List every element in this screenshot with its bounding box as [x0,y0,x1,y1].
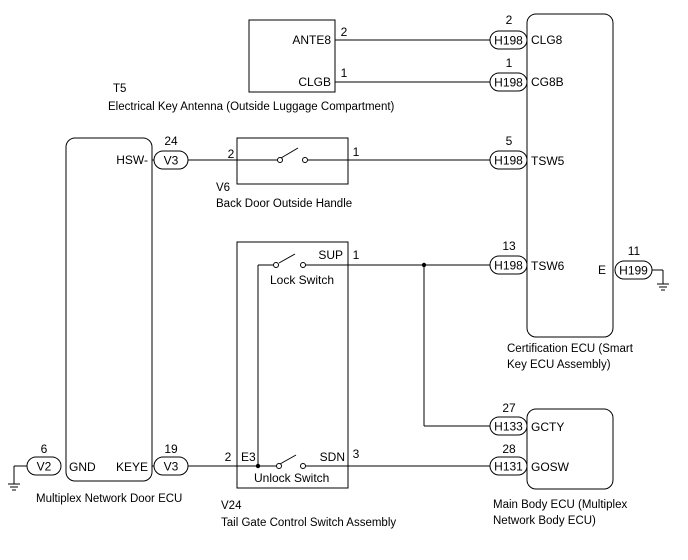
svg-text:H198: H198 [494,34,523,48]
pin-number-keye: 19 [164,442,178,456]
pin-label-keye: KEYE [116,460,148,474]
connector-h133: H133 [489,416,528,436]
svg-text:H199: H199 [619,264,648,278]
pin-label-gnd: GND [69,460,96,474]
ground-icon [8,483,20,491]
lock-switch-label: Lock Switch [270,273,334,287]
svg-text:H133: H133 [494,420,523,434]
pin-number-hsw: 24 [164,134,178,148]
cert-ecu-name-line1: Certification ECU (Smart [507,343,634,355]
connector-h198-clg8: H198 [489,30,528,50]
pin-label-ante8: ANTE8 [292,33,331,47]
unlock-switch-icon [237,454,348,469]
handle-switch-icon [237,147,348,163]
e3-junction-dot [255,463,261,469]
main-body-ecu-box [526,408,614,490]
connector-h198-cg8b: H198 [489,72,528,92]
cert-ecu-name-line2: Key ECU Assembly) [507,359,611,371]
handle-box [236,137,349,185]
svg-text:H198: H198 [494,76,523,90]
door-ecu-name: Multiplex Network Door ECU [36,493,182,505]
pin-label-gcty: GCTY [531,420,564,434]
pin-number-sdn: 3 [353,447,360,461]
svg-text:H131: H131 [494,460,523,474]
pin-label-e: E [598,263,606,277]
connector-v3-keye: V3 [153,456,189,476]
antenna-name: Electrical Key Antenna (Outside Luggage … [108,101,395,113]
pin-number-handle-in: 2 [228,147,235,161]
pin-number-e: 11 [628,244,641,258]
certification-ecu-box [526,13,614,338]
splice-dot [421,262,427,268]
pin-label-sup: SUP [318,248,343,262]
svg-text:V2: V2 [37,460,52,474]
tailgate-id: V24 [221,500,242,512]
pin-number-gnd: 6 [41,442,48,456]
svg-text:V3: V3 [164,460,179,474]
pin-label-cg8b: CG8B [531,75,564,89]
pin-number-gcty: 27 [502,401,516,415]
body-ecu-name-line1: Main Body ECU (Multiplex [493,499,627,511]
antenna-id: T5 [113,83,126,95]
pin-label-tsw6: TSW6 [531,259,565,273]
pin-number-clgb: 1 [341,66,348,80]
svg-text:H198: H198 [494,259,523,273]
pin-number-clg8: 2 [506,13,513,27]
tailgate-name: Tail Gate Control Switch Assembly [221,517,396,529]
pin-number-gosw: 28 [502,442,516,456]
unlock-switch-label: Unlock Switch [254,471,329,485]
pin-label-hsw: HSW- [116,153,148,167]
body-ecu-name-line2: Network Body ECU) [493,515,596,527]
pin-number-sup: 1 [353,248,360,262]
pin-number-cg8b: 1 [506,56,513,70]
pin-number-handle-out: 1 [353,145,360,159]
pin-label-sdn: SDN [320,450,345,464]
pin-label-gosw: GOSW [531,460,570,474]
ground-icon [657,283,669,291]
connector-h131: H131 [489,456,528,476]
svg-text:V3: V3 [164,154,179,168]
pin-label-clg8: CLG8 [531,33,563,47]
handle-name: Back Door Outside Handle [216,198,352,210]
door-ecu-box [65,137,153,482]
pin-label-clgb: CLGB [298,75,331,89]
pin-label-e3: E3 [241,450,256,464]
pin-label-tsw5: TSW5 [531,154,565,168]
connector-v3-hsw: V3 [153,150,189,170]
svg-text:H198: H198 [494,154,523,168]
handle-id: V6 [216,182,230,194]
pin-number-tsw5: 5 [506,134,513,148]
tailgate-box [236,241,349,489]
connector-h198-tsw6: H198 [489,255,528,275]
lock-switch-icon [257,253,348,466]
connector-h199: H199 [614,260,653,280]
connector-h198-tsw5: H198 [489,150,528,170]
connector-v2: V2 [26,456,62,476]
pin-number-tsw6: 13 [502,239,516,253]
pin-number-ante8: 2 [341,25,348,39]
antenna-box [248,19,336,93]
pin-number-e3: 2 [225,450,232,464]
